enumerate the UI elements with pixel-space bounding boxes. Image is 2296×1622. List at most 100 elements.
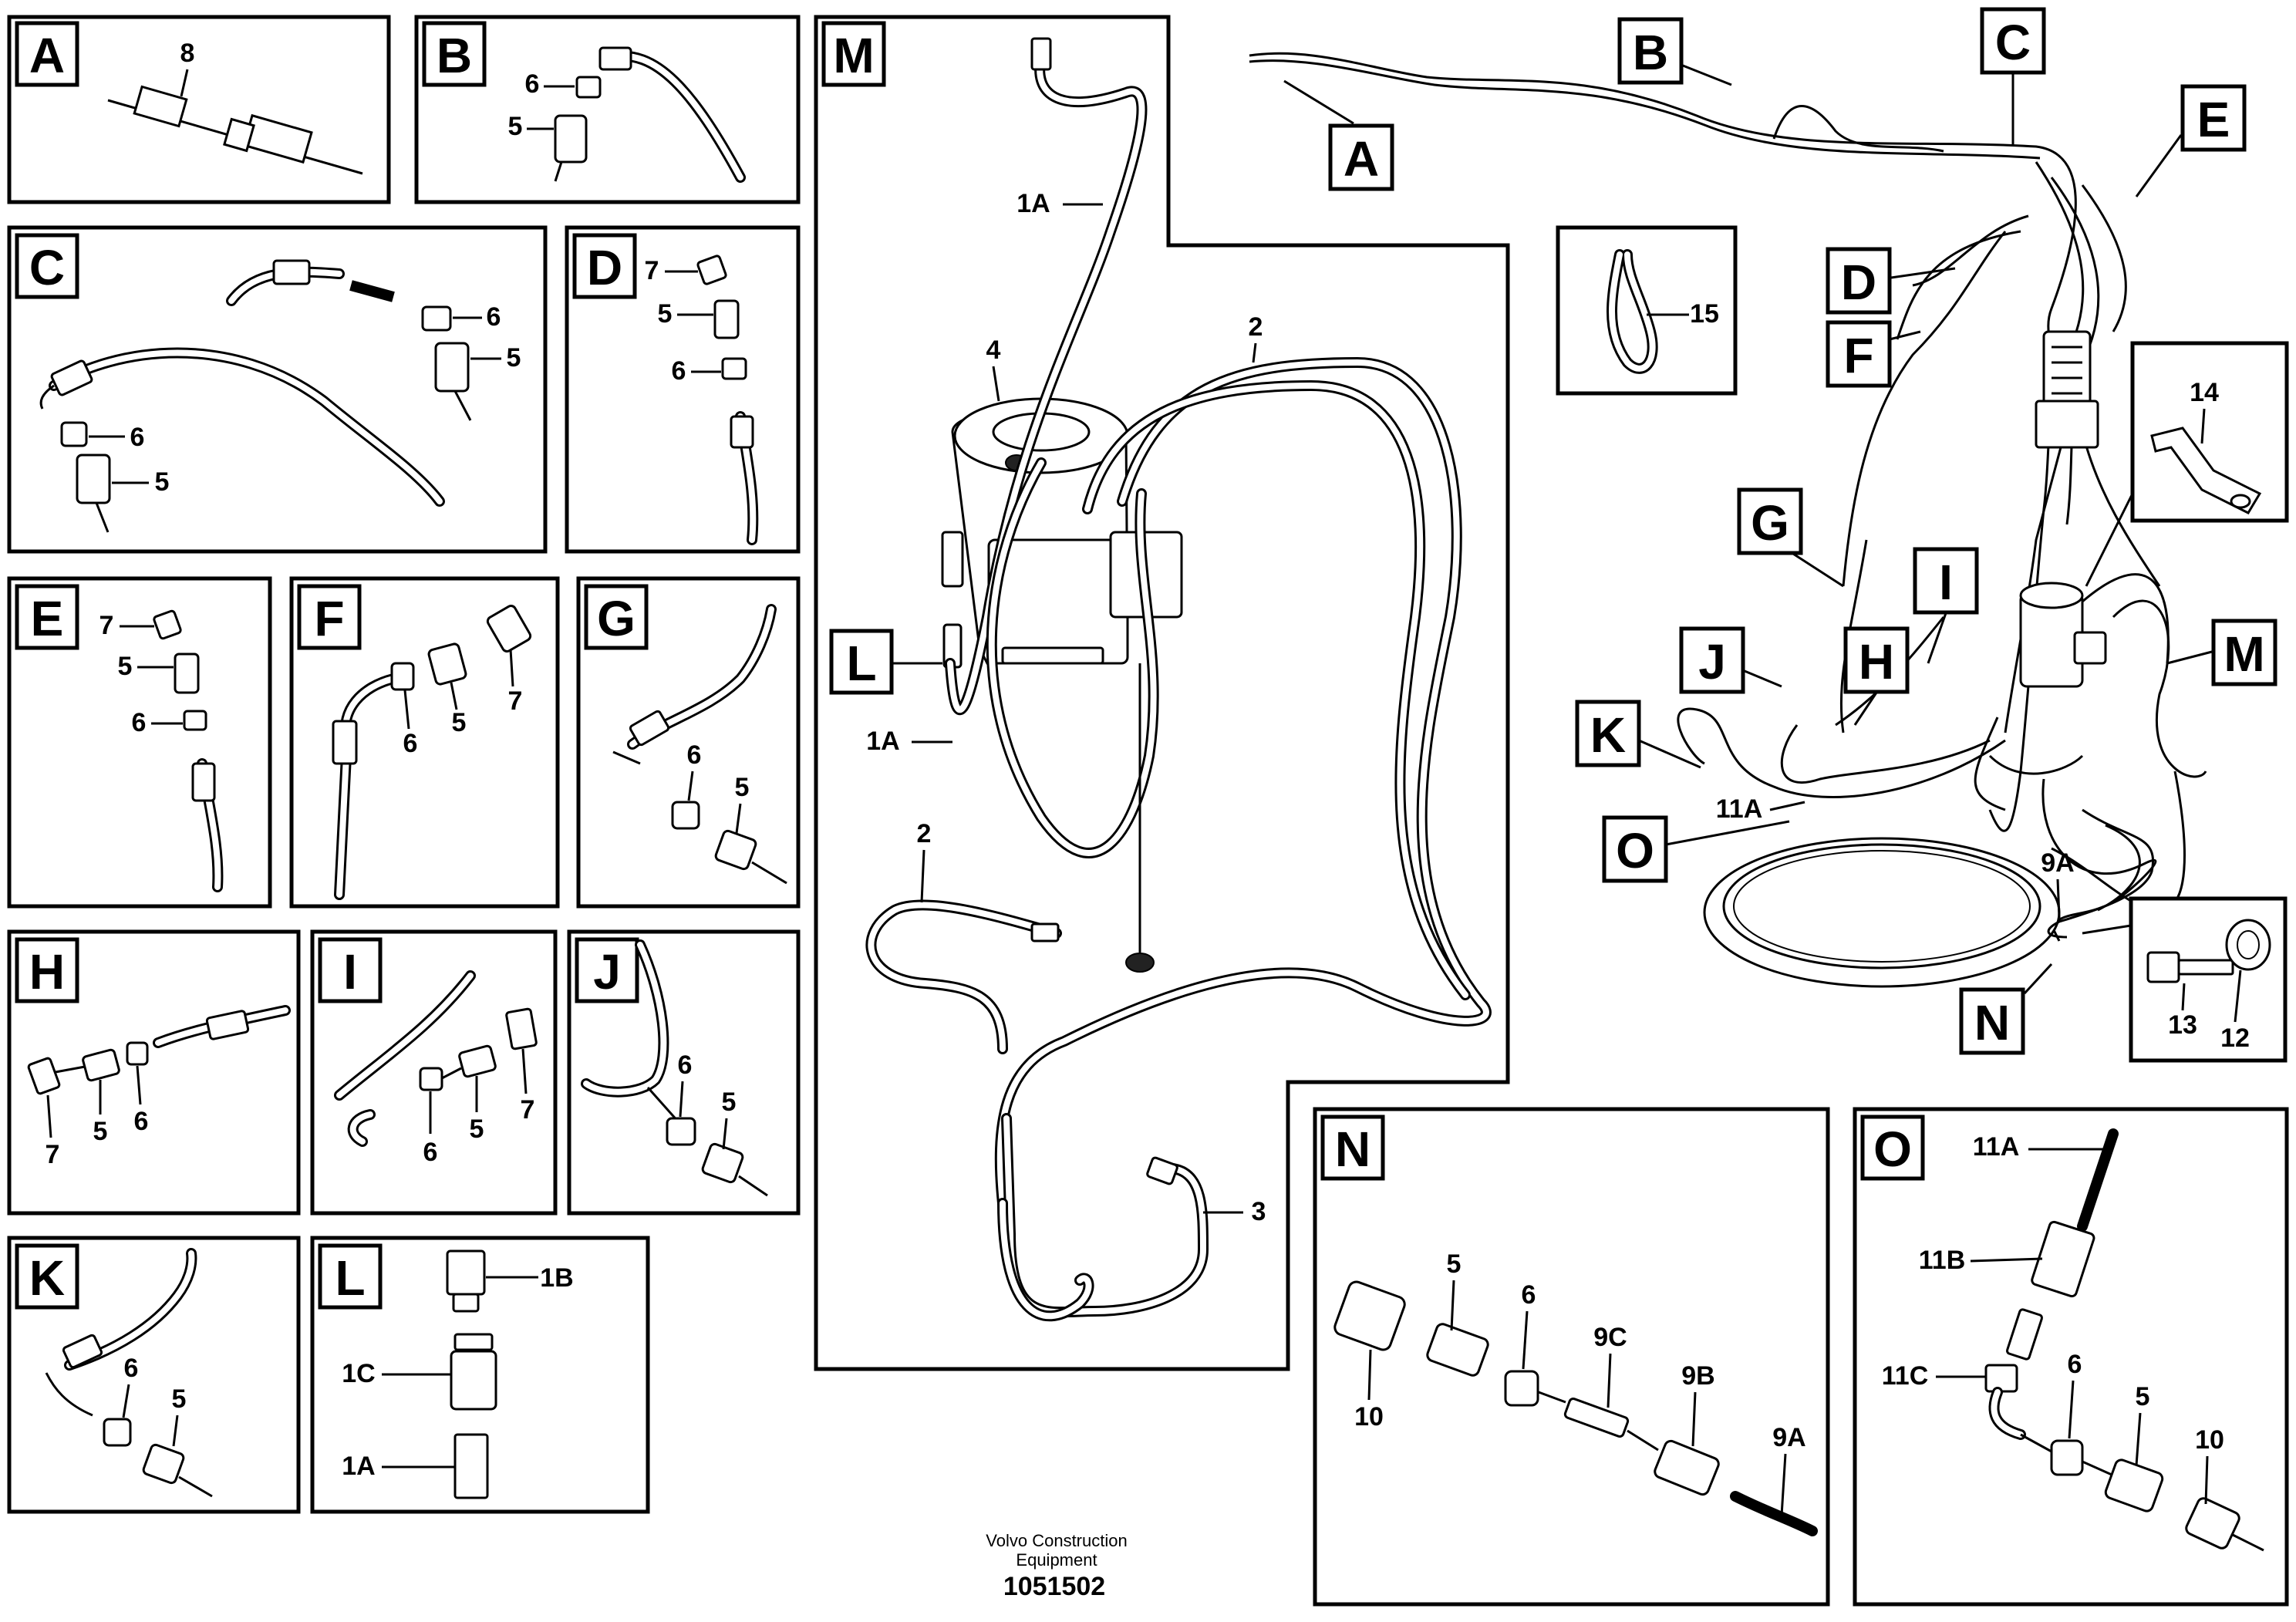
label-5: 5 xyxy=(93,1117,108,1146)
label-5: 5 xyxy=(1447,1249,1462,1279)
callout-j-text: J xyxy=(1698,634,1726,690)
callout-l: L xyxy=(846,636,876,691)
panel-d-letter: D xyxy=(587,240,622,295)
callout-e xyxy=(2180,84,2247,152)
panel-f-letter: F xyxy=(314,591,344,646)
company-name-line1: Volvo Construction xyxy=(986,1531,1127,1550)
label-15: 15 xyxy=(1690,299,1719,329)
label-8: 8 xyxy=(180,39,195,68)
panel-m: M xyxy=(814,15,1510,1371)
label-5: 5 xyxy=(507,343,521,373)
panel-h-letter: H xyxy=(29,944,65,1000)
callout-c-text: C xyxy=(1995,15,2031,70)
label-9c: 9C xyxy=(1593,1323,1627,1352)
label-2: 2 xyxy=(1249,312,1263,342)
panel-i: I 6 5 7 xyxy=(310,929,558,1216)
union-fitting xyxy=(133,85,313,164)
panel-o-letter: O xyxy=(1873,1121,1912,1177)
callout-c xyxy=(1980,7,2046,75)
callout-f xyxy=(1826,320,1892,388)
label-5: 5 xyxy=(470,1114,484,1144)
label-11c: 11C xyxy=(1882,1361,1929,1391)
panel-e: E 7 5 6 xyxy=(7,576,272,909)
panel-c-letter: C xyxy=(29,240,65,295)
panel-g-letter: G xyxy=(597,591,636,646)
callout-e-text: E xyxy=(2197,92,2230,147)
label-13: 13 xyxy=(2168,1010,2197,1040)
label-7: 7 xyxy=(99,611,114,640)
label-6: 6 xyxy=(2068,1350,2082,1379)
label-6: 6 xyxy=(403,729,418,758)
label-2: 2 xyxy=(917,819,932,848)
drawing-number: 1051502 xyxy=(1003,1572,1105,1601)
label-1a: 1A xyxy=(342,1452,375,1481)
label-5: 5 xyxy=(2136,1382,2150,1411)
callout-h-text: H xyxy=(1859,634,1894,690)
label-11b: 11B xyxy=(1919,1246,1966,1275)
callout-n xyxy=(1959,987,2025,1055)
callout-o-text: O xyxy=(1616,823,1654,878)
label-5: 5 xyxy=(118,652,133,681)
label-5: 5 xyxy=(508,112,523,141)
callout-a-text: A xyxy=(1344,131,1379,187)
label-6: 6 xyxy=(687,740,702,770)
callout-k xyxy=(1575,700,1641,767)
panel-k: K 6 5 xyxy=(7,1236,301,1514)
clamp-box xyxy=(2130,341,2289,523)
panel-j: J 6 5 xyxy=(567,929,801,1216)
label-4: 4 xyxy=(986,336,1001,365)
panel-n: N 5 6 9C 9B 9A 10 xyxy=(1313,1107,1830,1607)
company-name-line2: Equipment xyxy=(1016,1550,1097,1570)
panel-a-letter: A xyxy=(29,28,65,83)
label-5: 5 xyxy=(172,1384,187,1414)
label-6: 6 xyxy=(1522,1280,1536,1310)
panel-f: F 6 5 7 xyxy=(289,576,560,909)
label-14: 14 xyxy=(2190,378,2219,407)
label-1c: 1C xyxy=(342,1359,375,1388)
label-6: 6 xyxy=(487,302,501,332)
label-7: 7 xyxy=(46,1140,60,1169)
label-5: 5 xyxy=(658,299,673,329)
callout-d xyxy=(1826,247,1892,315)
label-9b: 9B xyxy=(1681,1361,1714,1391)
label-12: 12 xyxy=(2220,1023,2250,1053)
panel-j-letter: J xyxy=(593,944,621,1000)
panel-d: D 7 5 6 xyxy=(565,225,801,554)
label-7: 7 xyxy=(508,686,523,716)
panel-a: A 8 xyxy=(7,15,391,204)
panel-n-letter: N xyxy=(1335,1121,1371,1177)
label-10: 10 xyxy=(1354,1402,1384,1431)
panel-l-letter: L xyxy=(335,1250,365,1306)
panel-b-letter: B xyxy=(437,28,472,83)
label-10: 10 xyxy=(2195,1425,2224,1455)
panel-o: O 11A 11B 11C 6 5 10 xyxy=(1853,1107,2289,1607)
label-5: 5 xyxy=(452,708,467,737)
footer: Volvo Construction Equipment 1051502 xyxy=(986,1531,1127,1601)
callout-g-text: G xyxy=(1751,495,1789,551)
label-3: 3 xyxy=(1252,1197,1266,1226)
panel-c: C 6 5 6 5 xyxy=(7,225,548,554)
label-6: 6 xyxy=(525,69,540,99)
label-9a: 9A xyxy=(1772,1423,1805,1452)
label-6: 6 xyxy=(672,356,686,386)
label-5: 5 xyxy=(735,773,750,802)
panel-k-letter: K xyxy=(29,1250,65,1306)
label-6: 6 xyxy=(124,1354,139,1383)
label-6: 6 xyxy=(678,1050,693,1080)
panel-h: H 7 5 6 xyxy=(7,929,301,1216)
panel-e-letter: E xyxy=(31,591,64,646)
callout-g xyxy=(1737,487,1803,555)
label-1a: 1A xyxy=(866,727,899,756)
label-6: 6 xyxy=(134,1107,149,1136)
label-5: 5 xyxy=(155,467,170,497)
callout-d-text: D xyxy=(1841,255,1876,310)
label-1b: 1B xyxy=(540,1263,573,1293)
label-9a: 9A xyxy=(2041,848,2074,878)
panel-g: G 6 5 xyxy=(576,576,801,909)
label-6: 6 xyxy=(132,708,147,737)
label-7: 7 xyxy=(521,1095,535,1125)
slew-ring xyxy=(1703,837,2061,988)
callout-n-text: N xyxy=(1974,995,2010,1050)
callout-b xyxy=(1617,17,1684,85)
